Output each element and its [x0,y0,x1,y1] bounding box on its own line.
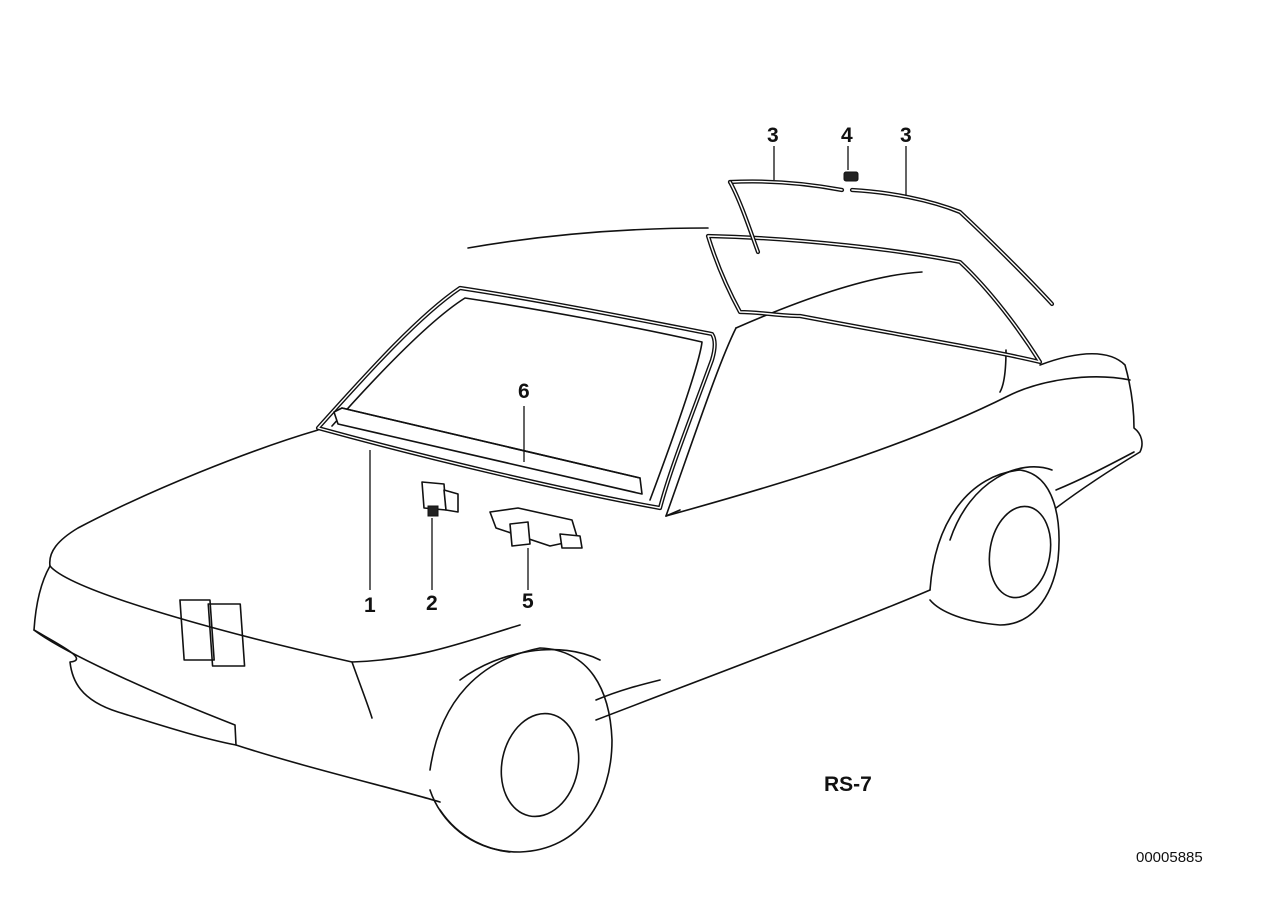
leader-lines [369,146,907,590]
car-b-pillar [665,327,737,517]
car-side-window-top [735,271,923,329]
car-side-lower [595,589,931,721]
car-cowl-line [351,624,521,663]
kidney-grille-left [179,599,215,661]
rear-window-seal [705,233,1043,365]
car-body [33,227,1143,803]
windshield-seal [315,285,717,511]
callout-3-left: 3 [767,124,779,147]
windshield-lower-molding [333,407,643,495]
car-bumper-line [33,629,237,746]
front-wheel [429,647,613,853]
callout-6: 6 [518,380,530,403]
car-front-face [49,565,373,719]
callout-5: 5 [522,590,534,613]
callout-labels: 1 2 5 6 3 4 3 [364,124,912,617]
car-rear-deck [1039,352,1143,509]
diagram-code: RS-7 [824,773,872,796]
kidney-grille-right [207,603,246,667]
car-front-lower [33,565,441,803]
callout-3-right: 3 [900,124,912,147]
car-roof-line [467,227,709,249]
callout-1: 1 [364,594,376,617]
car-hood-line [49,429,319,567]
rear-wheel [929,466,1060,626]
callout-2: 2 [426,592,438,615]
document-number: 00005885 [1136,849,1203,866]
car-rear-bumper [1055,451,1135,491]
car-side-upper [665,376,1131,517]
molding-clip [843,171,859,182]
car-side-window-lower [665,509,681,517]
callout-4: 4 [841,124,853,147]
sensor-bracket [421,481,459,517]
roof-moldings [727,179,1055,307]
cover-holder [489,507,583,549]
car-rocker [595,679,661,701]
